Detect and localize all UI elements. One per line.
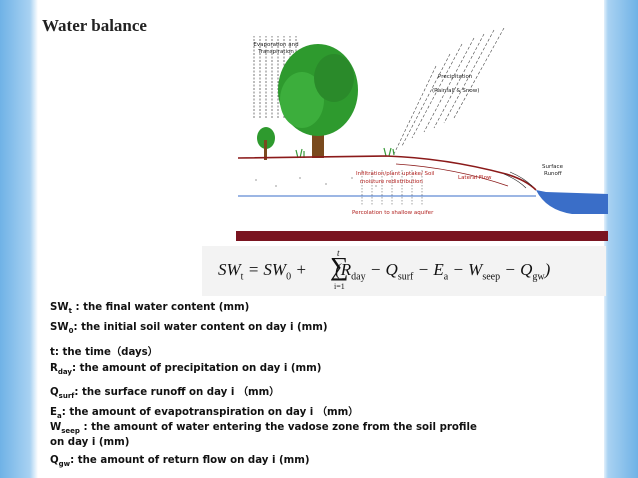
label-precipitation-1: Precipitation <box>438 74 473 80</box>
slide-title: Water balance <box>42 16 147 35</box>
label-infiltration-2: moisture redistribution <box>360 179 423 185</box>
tree <box>257 44 358 160</box>
definition-t: t: the time（days） <box>50 347 158 358</box>
label-evaporation: Evaporation and Transpiration <box>253 42 299 55</box>
lateral-flow-line <box>395 163 509 187</box>
label-surface-runoff-1: Surface <box>542 164 563 170</box>
label-surface-runoff-2: Runoff <box>544 171 562 177</box>
water-balance-equation: SWt = SW0 + (Rday − Qsurf − Ea − Wseep −… <box>202 246 606 296</box>
definition-swt: SWt : the final water content (mm) <box>50 302 250 316</box>
label-precipitation-2: (Rainfall & Snow) <box>432 88 480 94</box>
sum-lower-limit: i=1 <box>334 282 345 291</box>
percolation-arrows <box>361 170 423 206</box>
label-infiltration-1: Infiltration/plant uptake/ Soil <box>356 171 435 177</box>
sum-upper-limit: t <box>337 248 340 258</box>
label-lateral-flow: Lateral Flow <box>458 175 492 181</box>
bedrock-band <box>236 231 608 241</box>
evaporation-arrows <box>253 36 297 118</box>
definition-ea: Ea: the amount of evapotranspiration on … <box>50 407 359 421</box>
diagram-artwork <box>236 27 608 241</box>
water-cycle-diagram: Evaporation and Transpiration Precipitat… <box>236 27 608 243</box>
equation-text: SWt = SW0 + (Rday − Qsurf − Ea − Wseep −… <box>218 260 551 283</box>
definition-wseep: Wseep : the amount of water entering the… <box>50 422 477 449</box>
definition-qsurf: Qsurf: the surface runoff on day i （mm） <box>50 387 280 401</box>
stream-water <box>536 190 608 214</box>
ground-surface <box>237 155 537 191</box>
sum-symbol: ∑ <box>330 252 349 281</box>
soil-dots <box>255 177 377 187</box>
runoff-arrows <box>503 171 533 189</box>
definition-sw0: SW0: the initial soil water content on d… <box>50 322 328 336</box>
definition-rday: Rday: the amount of precipitation on day… <box>50 363 322 377</box>
label-percolation: Percolation to shallow aquifer <box>352 210 434 216</box>
precipitation-lines <box>393 27 505 155</box>
definition-qgw: Qgw: the amount of return flow on day i … <box>50 455 310 469</box>
